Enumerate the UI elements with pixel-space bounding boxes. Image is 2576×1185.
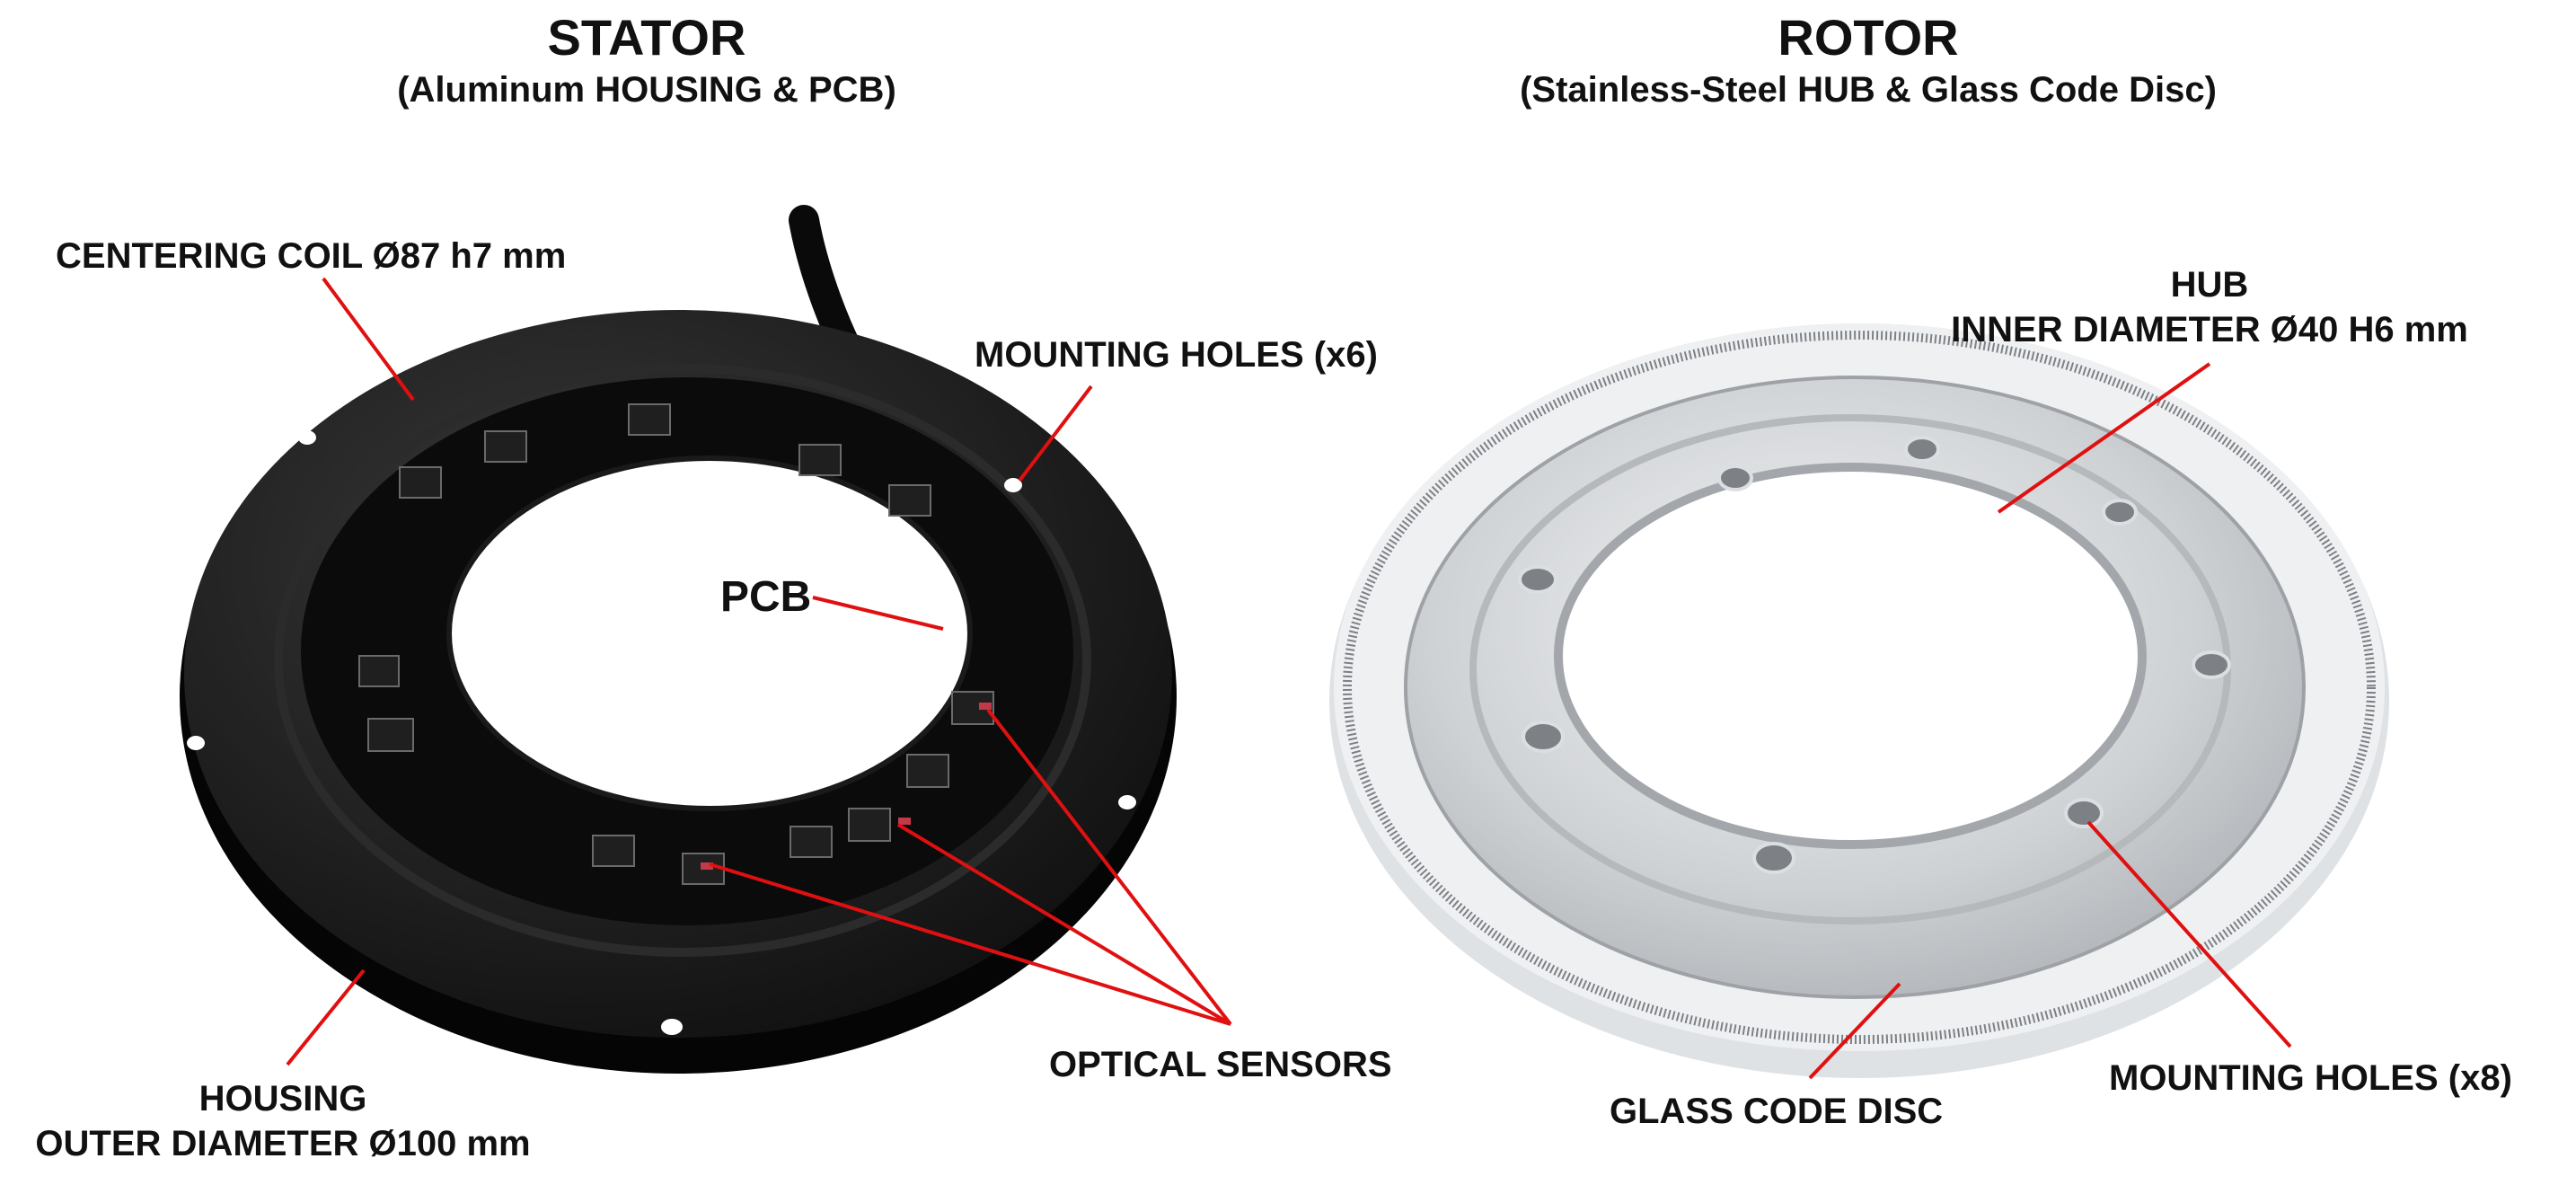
- label-centering-coil: CENTERING COIL Ø87 h7 mm: [56, 236, 567, 276]
- pcb-components: [358, 403, 994, 885]
- label-hub-line2: INNER DIAMETER Ø40 H6 mm: [1951, 310, 2468, 349]
- housing-step: [274, 364, 1091, 957]
- stator-center-hole: [446, 455, 973, 811]
- hub-bore: [1554, 463, 2147, 849]
- label-stator-mounting-holes: MOUNTING HOLES (x6): [975, 335, 1378, 375]
- rotor-hole: [1518, 565, 1557, 594]
- rotor-image: [1329, 323, 2389, 1078]
- rotor-hole: [2064, 798, 2104, 828]
- stator-hole: [1004, 478, 1022, 492]
- chip: [399, 466, 442, 499]
- label-rotor-mounting-holes: MOUNTING HOLES (x8): [2109, 1058, 2512, 1098]
- stator-hole: [1118, 795, 1136, 809]
- rotor-hole: [2192, 650, 2231, 679]
- optical-sensor-windows: [701, 703, 992, 870]
- rotor-mounting-holes: [1518, 436, 2231, 874]
- chip: [888, 484, 931, 517]
- leader-optical-sensor-2: [896, 823, 1232, 1026]
- chip: [367, 718, 414, 752]
- chip: [951, 691, 994, 725]
- stator-header: STATOR (Aluminum HOUSING & PCB): [269, 9, 1024, 113]
- rotor-hole: [1522, 721, 1565, 753]
- leader-centering-coil: [322, 277, 415, 402]
- stator-title: STATOR: [547, 9, 746, 66]
- label-housing-line2: OUTER DIAMETER Ø100 mm: [35, 1124, 531, 1163]
- leader-glass-code-disc: [1808, 982, 1901, 1080]
- leader-optical-sensor-1: [986, 708, 1232, 1026]
- label-housing: HOUSING OUTER DIAMETER Ø100 mm: [4, 1076, 561, 1166]
- leader-optical-sensor-3: [709, 862, 1231, 1026]
- rotor-hole: [1904, 436, 1940, 463]
- rotor-title: ROTOR: [1778, 9, 1959, 66]
- stator-hole: [187, 736, 205, 750]
- label-optical-sensors: OPTICAL SENSORS: [1049, 1045, 1392, 1084]
- label-hub: HUB INNER DIAMETER Ø40 H6 mm: [1913, 262, 2506, 352]
- sensor-window: [701, 862, 713, 870]
- chip: [906, 754, 949, 788]
- chip: [484, 430, 527, 463]
- leader-lines: [286, 277, 2292, 1080]
- label-housing-line1: HOUSING: [198, 1079, 367, 1119]
- label-glass-code-disc: GLASS CODE DISC: [1610, 1092, 1944, 1131]
- stator-hole: [298, 430, 316, 445]
- chip: [798, 444, 842, 476]
- chip: [790, 826, 833, 858]
- sensor-window: [898, 818, 911, 825]
- rotor-header: ROTOR (Stainless-Steel HUB & Glass Code …: [1419, 9, 2317, 113]
- stator-subtitle: (Aluminum HOUSING & PCB): [397, 70, 896, 110]
- leader-rotor-mounting-holes: [2086, 820, 2292, 1048]
- rotor-hole: [1752, 842, 1795, 874]
- label-hub-line1: HUB: [2170, 265, 2249, 305]
- chip: [592, 835, 635, 867]
- leader-stator-mounting-holes: [1018, 385, 1093, 482]
- sensor-window: [979, 703, 992, 710]
- stator-hole: [396, 332, 412, 345]
- leader-housing: [286, 968, 366, 1066]
- code-track: [1343, 331, 2376, 1044]
- label-pcb: PCB: [720, 573, 812, 621]
- chip: [848, 808, 891, 842]
- stator-mounting-holes: [187, 332, 1136, 1035]
- rotor-hole: [2102, 499, 2138, 526]
- stator-image: [180, 205, 1177, 1074]
- rotor-subtitle: (Stainless-Steel HUB & Glass Code Disc): [1520, 70, 2217, 110]
- chip: [628, 403, 671, 436]
- rotor-hole: [1717, 464, 1753, 491]
- leader-pcb: [812, 596, 944, 631]
- chip: [358, 655, 400, 687]
- stator-hole: [661, 1019, 683, 1035]
- leader-hub: [1997, 362, 2211, 514]
